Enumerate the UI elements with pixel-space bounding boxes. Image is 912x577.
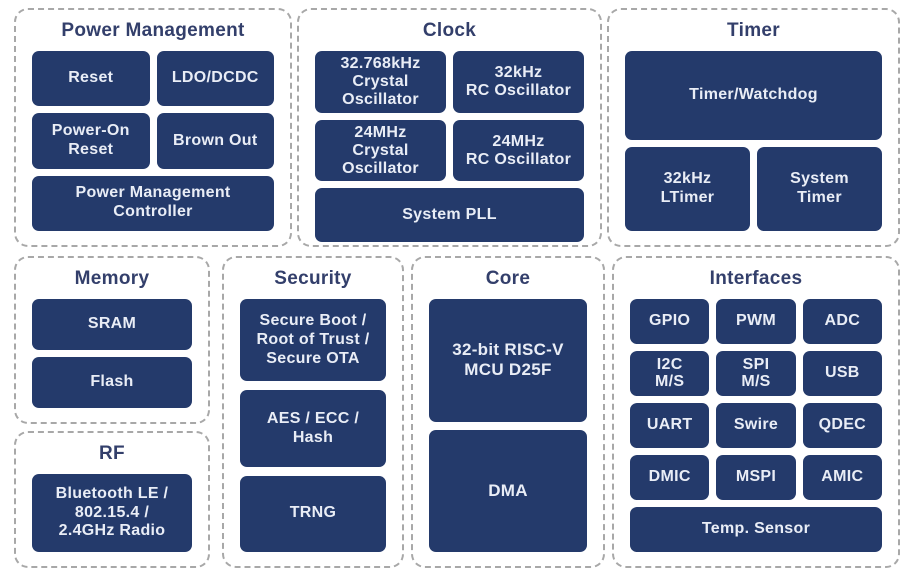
security-blocks: Secure Boot / Root of Trust / Secure OTA… (240, 299, 386, 552)
block-power-on-reset: Power-On Reset (32, 113, 150, 169)
core-title: Core (485, 268, 531, 289)
block-sram: SRAM (32, 299, 192, 350)
block-temp-sensor: Temp. Sensor (630, 507, 882, 552)
block-qdec: QDEC (802, 403, 882, 448)
block-bluetooth-radio: Bluetooth LE / 802.15.4 / 2.4GHz Radio (32, 474, 192, 552)
block-i2c-ms: I2C M/S (630, 351, 710, 396)
block-system-pll: System PLL (315, 188, 584, 243)
power-management-section: Power Management Reset LDO/DCDC Power-On… (14, 8, 292, 247)
interfaces-section: Interfaces GPIO PWM ADC I2C M/S SPI M/S … (612, 256, 900, 568)
block-power-management-controller: Power Management Controller (32, 175, 274, 231)
power-management-blocks: Reset LDO/DCDC Power-On Reset Brown Out … (32, 51, 274, 231)
memory-title: Memory (74, 268, 150, 289)
block-dma: DMA (429, 429, 587, 552)
timer-section: Timer Timer/Watchdog 32kHz LTimer System… (607, 8, 900, 247)
block-spi-ms: SPI M/S (716, 351, 796, 396)
block-brown-out: Brown Out (156, 113, 274, 169)
security-section: Security Secure Boot / Root of Trust / S… (222, 256, 404, 568)
block-secure-boot: Secure Boot / Root of Trust / Secure OTA (240, 299, 386, 382)
block-24mhz-rc-oscillator: 24MHz RC Oscillator (453, 119, 584, 182)
clock-section: Clock 32.768kHz Crystal Oscillator 32kHz… (297, 8, 602, 247)
timer-title: Timer (727, 20, 780, 41)
block-dmic: DMIC (630, 455, 710, 500)
block-32khz-ltimer: 32kHz LTimer (625, 147, 750, 231)
block-usb: USB (802, 351, 882, 396)
core-section: Core 32-bit RISC-V MCU D25F DMA (411, 256, 605, 568)
block-ldo-dcdc: LDO/DCDC (156, 51, 274, 107)
interfaces-title: Interfaces (709, 268, 803, 289)
block-24mhz-crystal-oscillator: 24MHz Crystal Oscillator (315, 119, 446, 182)
memory-blocks: SRAM Flash (32, 299, 192, 408)
rf-blocks: Bluetooth LE / 802.15.4 / 2.4GHz Radio (32, 474, 192, 552)
rf-title: RF (99, 443, 125, 464)
block-flash: Flash (32, 357, 192, 408)
block-amic: AMIC (802, 455, 882, 500)
block-timer-watchdog: Timer/Watchdog (625, 51, 882, 141)
block-adc: ADC (802, 299, 882, 344)
block-aes-ecc-hash: AES / ECC / Hash (240, 390, 386, 467)
block-riscv-mcu: 32-bit RISC-V MCU D25F (429, 299, 587, 422)
timer-blocks: Timer/Watchdog 32kHz LTimer System Timer (625, 51, 882, 231)
block-uart: UART (630, 403, 710, 448)
block-trng: TRNG (240, 475, 386, 552)
block-32768khz-crystal-oscillator: 32.768kHz Crystal Oscillator (315, 51, 446, 113)
block-reset: Reset (32, 51, 150, 107)
power-management-title: Power Management (61, 20, 245, 41)
security-title: Security (274, 268, 352, 289)
core-blocks: 32-bit RISC-V MCU D25F DMA (429, 299, 587, 552)
block-gpio: GPIO (630, 299, 710, 344)
interfaces-blocks: GPIO PWM ADC I2C M/S SPI M/S USB UART Sw… (630, 299, 882, 552)
rf-section: RF Bluetooth LE / 802.15.4 / 2.4GHz Radi… (14, 431, 210, 568)
block-32khz-rc-oscillator: 32kHz RC Oscillator (453, 51, 584, 113)
block-system-timer: System Timer (757, 147, 882, 231)
memory-section: Memory SRAM Flash (14, 256, 210, 424)
block-pwm: PWM (716, 299, 796, 344)
clock-title: Clock (422, 20, 477, 41)
clock-blocks: 32.768kHz Crystal Oscillator 32kHz RC Os… (315, 51, 584, 243)
block-swire: Swire (716, 403, 796, 448)
block-mspi: MSPI (716, 455, 796, 500)
